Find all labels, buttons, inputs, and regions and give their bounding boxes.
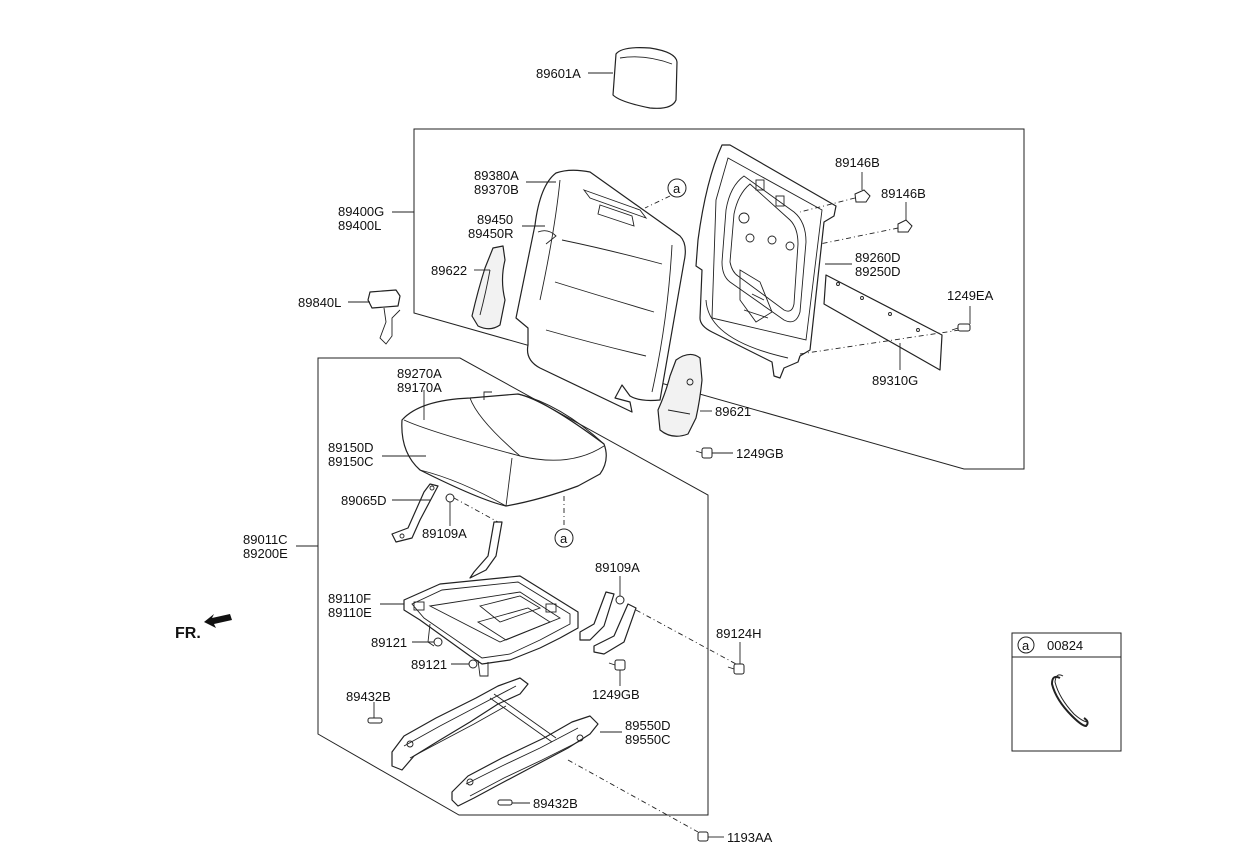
callout-a-lower: a (560, 531, 568, 546)
bracket-right-rear[interactable] (579, 591, 615, 641)
label-89400G: 89400G (338, 204, 384, 219)
side-trim-right-part[interactable] (657, 353, 703, 437)
seat-rail-assembly[interactable] (391, 677, 599, 807)
label-89432B-upper: 89432B (346, 689, 391, 704)
seatback-frame-part[interactable] (695, 144, 837, 379)
label-89121-upper: 89121 (371, 635, 407, 650)
label-89110E: 89110E (328, 605, 372, 620)
seat-cushion-part[interactable] (401, 391, 607, 507)
label-89621: 89621 (715, 404, 751, 419)
label-1193AA: 1193AA (727, 830, 773, 845)
label-89601A: 89601A (536, 66, 581, 81)
clip-89146B-lower[interactable] (897, 219, 913, 233)
callout-a-circle (667, 178, 687, 198)
nut-89121-lower[interactable] (468, 659, 478, 669)
label-89146B-lower: 89146B (881, 186, 926, 201)
seatbelt-buckle-part[interactable] (367, 289, 401, 345)
seatback-assembly-frame (413, 128, 1025, 470)
label-89200E: 89200E (243, 546, 288, 561)
clip-89146B-upper[interactable] (854, 189, 871, 203)
label-89150C: 89150C (328, 454, 374, 469)
label-89310G: 89310G (872, 373, 918, 388)
label-89840L: 89840L (298, 295, 341, 310)
label-89109A-left: 89109A (422, 526, 467, 541)
label-89432B-lower: 89432B (533, 796, 578, 811)
bracket-right-front[interactable] (593, 603, 637, 655)
label-89065D: 89065D (341, 493, 387, 508)
nut-89109A-right[interactable] (615, 595, 625, 605)
bracket-89065D[interactable] (391, 483, 439, 543)
legend-ref-a: a (1022, 638, 1030, 653)
screw-1249EA[interactable] (951, 323, 971, 332)
pin-89432B-lower[interactable] (497, 799, 513, 806)
legend-callout-circle (1017, 636, 1035, 654)
callout-a-upper: a (673, 181, 681, 196)
label-89109A-right: 89109A (595, 560, 640, 575)
label-89170A: 89170A (397, 380, 442, 395)
front-direction-label: FR. (175, 625, 201, 642)
cushion-frame-part[interactable] (403, 521, 579, 677)
label-89011C: 89011C (243, 532, 288, 547)
label-1249GB-lower: 1249GB (592, 687, 640, 702)
legend-box (1011, 632, 1122, 752)
label-89450R: 89450R (468, 226, 514, 241)
back-board-part[interactable] (823, 274, 943, 371)
headrest-part[interactable] (612, 47, 678, 109)
callout-a-circle-lower (554, 528, 574, 548)
side-trim-left-part[interactable] (471, 245, 506, 330)
label-89370B: 89370B (474, 182, 519, 197)
bolt-1249GB-upper[interactable] (695, 447, 713, 459)
bolt-1249GB-lower[interactable] (608, 659, 626, 671)
label-89146B-upper: 89146B (835, 155, 880, 170)
nut-89109A-left[interactable] (445, 493, 455, 503)
label-1249GB-upper: 1249GB (736, 446, 784, 461)
label-89260D: 89260D (855, 250, 901, 265)
label-89400L: 89400L (338, 218, 381, 233)
label-89124H: 89124H (716, 626, 762, 641)
label-89250D: 89250D (855, 264, 901, 279)
pin-89432B-upper[interactable] (367, 717, 383, 724)
label-89550D: 89550D (625, 718, 671, 733)
label-89550C: 89550C (625, 732, 671, 747)
label-89622: 89622 (431, 263, 467, 278)
label-89121-lower: 89121 (411, 657, 447, 672)
label-89110F: 89110F (328, 591, 371, 606)
cushion-assembly-frame (317, 357, 709, 816)
bolt-89124H[interactable] (727, 663, 745, 675)
label-1249EA: 1249EA (947, 288, 994, 303)
nut-89121-upper[interactable] (433, 637, 443, 647)
wire-clip-00824-icon (1050, 674, 1089, 728)
legend-part-number: 00824 (1047, 638, 1083, 653)
bolt-1193AA[interactable] (697, 831, 709, 842)
seatback-cover-part[interactable] (515, 169, 686, 413)
front-direction-arrow-icon (204, 614, 232, 628)
label-89270A: 89270A (397, 366, 442, 381)
label-89380A: 89380A (474, 168, 519, 183)
label-89150D: 89150D (328, 440, 374, 455)
label-89450: 89450 (477, 212, 513, 227)
